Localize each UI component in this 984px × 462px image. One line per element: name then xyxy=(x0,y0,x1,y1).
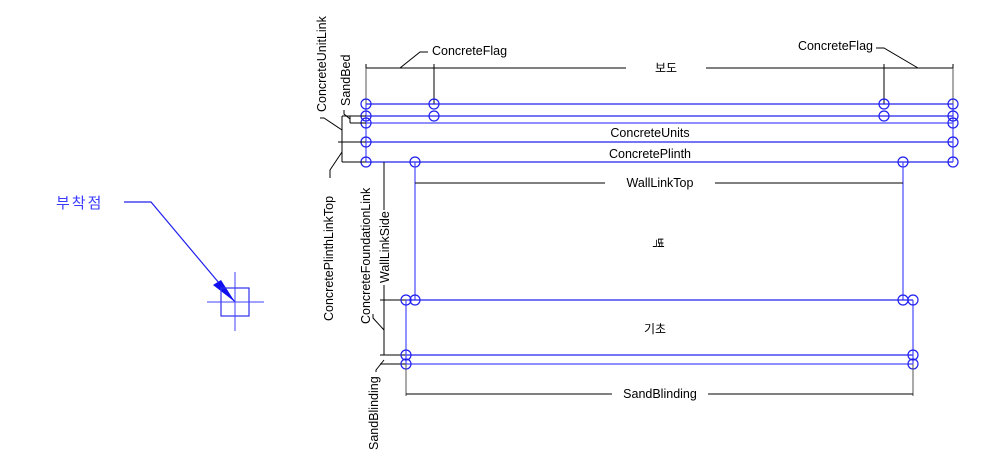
concrete-flag-right-label: ConcreteFlag xyxy=(798,39,873,53)
sidewalk-side-dimension: ConcreteUnitLink SandBed ConcretePlinthL… xyxy=(315,15,366,321)
concrete-foundation-link-label: ConcreteFoundationLink xyxy=(359,187,373,324)
sand-blinding-dimension: SandBlinding SandBlinding xyxy=(367,359,914,450)
concrete-units-label: ConcreteUnits xyxy=(610,126,689,140)
node-point[interactable] xyxy=(400,349,412,361)
node-point[interactable] xyxy=(947,136,959,148)
node-point[interactable] xyxy=(947,110,959,122)
wall-label: 벽 xyxy=(651,237,665,248)
foundation-label: 기초 xyxy=(644,322,666,336)
anchor-label: 부착점 xyxy=(56,194,103,212)
node-point[interactable] xyxy=(947,117,959,129)
node-point[interactable] xyxy=(947,98,959,110)
node-point[interactable] xyxy=(409,294,421,306)
node-point[interactable] xyxy=(907,294,919,306)
anchor-arrowhead-icon xyxy=(213,280,235,302)
anchor-callout: 부착점 xyxy=(56,194,236,303)
wall-section: 벽 xyxy=(414,162,904,300)
node-point[interactable] xyxy=(878,98,890,110)
sand-blinding-side-label: SandBlinding xyxy=(367,376,381,450)
concrete-unit-link-label: ConcreteUnitLink xyxy=(315,15,329,112)
sand-blinding-bottom-label: SandBlinding xyxy=(623,387,697,401)
crosshair-anchor-icon[interactable] xyxy=(207,272,264,331)
wall-link-top-dimension: WallLinkTop xyxy=(415,176,903,190)
sidewalk-layers: ConcreteUnits ConcretePlinth xyxy=(365,103,954,163)
sidewalk-dimension: 보도 xyxy=(365,61,954,104)
concrete-flag-right-dimension: ConcreteFlag xyxy=(798,39,919,104)
node-point[interactable] xyxy=(428,110,440,122)
concrete-plinth-label: ConcretePlinth xyxy=(609,147,691,161)
wall-link-side-dimension: WallLinkSide ConcreteFoundationLink xyxy=(359,162,406,365)
concrete-flag-left-label: ConcreteFlag xyxy=(432,44,507,58)
node-point[interactable] xyxy=(907,349,919,361)
sidewalk-label: 보도 xyxy=(655,61,677,75)
node-point[interactable] xyxy=(400,294,412,306)
concrete-plinth-link-top-label: ConcretePlinthLinkTop xyxy=(322,196,336,321)
foundation-section: 기초 xyxy=(405,299,914,365)
node-point[interactable] xyxy=(360,98,372,110)
node-point[interactable] xyxy=(947,156,959,168)
node-point[interactable] xyxy=(428,98,440,110)
wall-link-side-label: WallLinkSide xyxy=(378,211,392,283)
node-point[interactable] xyxy=(878,110,890,122)
sidewalk-nodes xyxy=(360,98,959,168)
wall-link-top-label: WallLinkTop xyxy=(627,176,694,190)
sand-bed-label: SandBed xyxy=(339,55,353,106)
anchor-leader-line xyxy=(124,201,236,303)
concrete-flag-left-dimension: ConcreteFlag xyxy=(399,44,507,104)
